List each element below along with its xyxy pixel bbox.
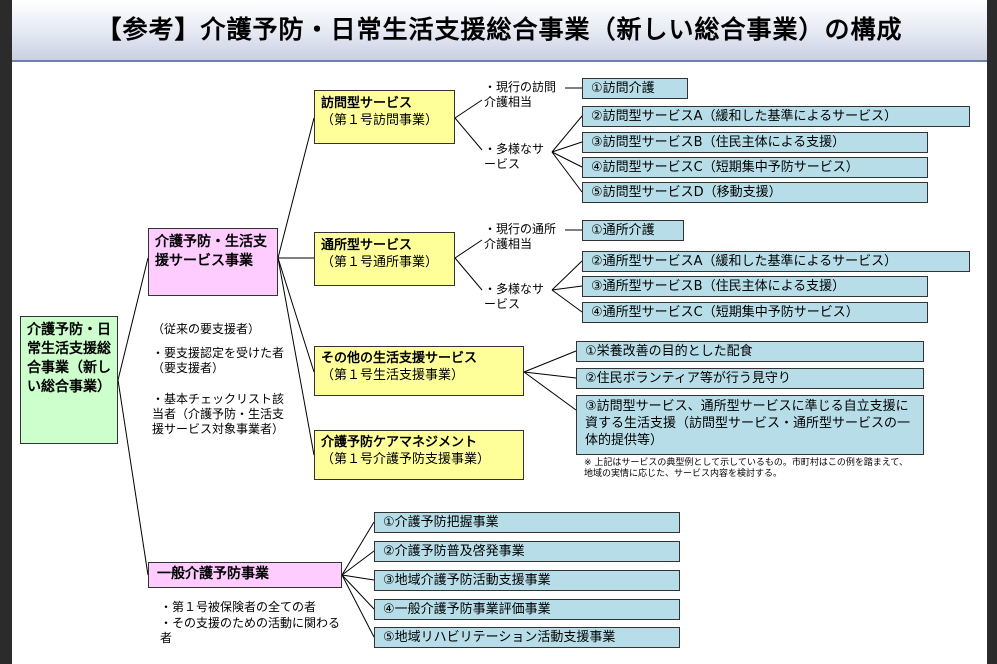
care-management-title: 介護予防ケアマネジメント [321, 435, 478, 450]
footnote: ※ 上記はサービスの典型例として示しているもの。市町村はこの例を踏まえて、地域の… [584, 458, 908, 479]
connector-line [454, 99, 483, 119]
day-item: ④通所型サービスC（短期集中予防サービス） [582, 302, 928, 323]
day-item: ③通所型サービスB（住民主体による支援） [582, 276, 928, 297]
connector-line [341, 574, 375, 581]
connector-line [551, 151, 583, 193]
connector-line [454, 117, 483, 151]
visit-item: ③訪問型サービスB（住民主体による支援） [582, 132, 928, 153]
target-note-2: ・要支援認定を受けた者（要支援者） [152, 346, 285, 375]
day-current-item: ①通所介護 [582, 220, 684, 241]
general-item: ①介護予防把握事業 [374, 512, 680, 533]
visit-diverse-label: ・多様なサービス [484, 142, 545, 171]
visit-current-label: ・現行の訪問介護相当 [484, 80, 557, 109]
connector-line [117, 257, 149, 381]
connector-line [551, 289, 583, 313]
general-note-1: ・第１号被保険者の全ての者 [160, 600, 317, 614]
connector-line [454, 239, 483, 259]
general-item: ②介護予防普及啓発事業 [374, 541, 680, 562]
connector-line [551, 115, 583, 153]
other-life-support-node: その他の生活支援サービス （第１号生活支援事業） [314, 346, 524, 396]
connector-line [454, 257, 483, 291]
connector-line [277, 117, 315, 259]
target-note-1: （従来の要支援者） [152, 322, 261, 336]
day-current-label: ・現行の通所介護相当 [484, 222, 557, 251]
other-item: ②住民ボランティア等が行う見守り [576, 368, 924, 389]
day-diverse-label: ・多様なサービス [484, 282, 545, 311]
connector-line [551, 285, 583, 291]
day-service-title: 通所型サービス [321, 238, 413, 253]
care-management-sub: （第１号介護予防支援事業） [321, 452, 491, 467]
general-item: ③地域介護予防活動支援事業 [374, 570, 680, 591]
connector-line [117, 379, 149, 576]
target-note-3: ・基本チェックリスト該当者（介護予防・生活支援サービス対象事業者） [152, 392, 285, 436]
general-item: ④一般介護予防事業評価事業 [374, 599, 680, 620]
other-life-support-sub: （第１号生活支援事業） [321, 368, 465, 383]
care-management-node: 介護予防ケアマネジメント （第１号介護予防支援事業） [314, 430, 524, 480]
connector-line [551, 141, 583, 153]
visit-service-sub: （第１号訪問事業） [321, 113, 439, 128]
visit-service-title: 訪問型サービス [321, 96, 413, 111]
visit-item: ⑤訪問型サービスD（移動支援） [582, 182, 928, 203]
root-node: 介護予防・日常生活支援総合事業（新しい総合事業） [20, 316, 118, 444]
connector-line [341, 521, 375, 576]
connector-line [523, 350, 577, 373]
general-item: ⑤地域リハビリテーション活動支援事業 [374, 627, 680, 648]
connector-line [523, 371, 577, 379]
branch-label: 一般介護予防事業 [157, 566, 269, 582]
connector-line [277, 257, 315, 456]
visit-service-node: 訪問型サービス （第１号訪問事業） [314, 90, 455, 144]
other-item: ①栄養改善の目的とした配食 [576, 341, 924, 362]
branch-label: 介護予防・生活支援サービス事業 [155, 234, 267, 269]
visit-item: ④訪問型サービスC（短期集中予防サービス） [582, 157, 928, 178]
connector-line [277, 257, 315, 373]
connector-line [551, 151, 583, 168]
connector-line [551, 260, 583, 291]
connector-line [341, 574, 375, 638]
general-note-2: ・その支援のための活動に関わる者 [160, 616, 341, 645]
branch-care-prevention-life-support: 介護予防・生活支援サービス事業 [148, 228, 278, 296]
branch-general-prevention: 一般介護予防事業 [148, 562, 342, 588]
connector-line [523, 371, 577, 411]
window-frame-right [987, 0, 997, 664]
connector-line [341, 550, 375, 576]
root-label: 介護予防・日常生活支援総合事業（新しい総合事業） [27, 322, 111, 395]
window-frame-left [0, 0, 12, 664]
visit-item: ②訪問型サービスA（緩和した基準によるサービス） [582, 106, 970, 127]
other-life-support-title: その他の生活支援サービス [321, 351, 478, 366]
slide-title: 【参考】介護予防・日常生活支援総合事業（新しい総合事業）の構成 [96, 15, 903, 44]
other-item: ③訪問型サービス、通所型サービスに準じる自立支援に資する生活支援（訪問型サービス… [576, 395, 924, 455]
day-service-node: 通所型サービス （第１号通所事業） [314, 232, 455, 286]
title-banner: 【参考】介護予防・日常生活支援総合事業（新しい総合事業）の構成 [12, 0, 987, 62]
day-item: ②通所型サービスA（緩和した基準によるサービス） [582, 251, 970, 272]
day-service-sub: （第１号通所事業） [321, 255, 439, 270]
visit-current-item: ①訪問介護 [582, 78, 688, 99]
connector-line [341, 574, 375, 610]
